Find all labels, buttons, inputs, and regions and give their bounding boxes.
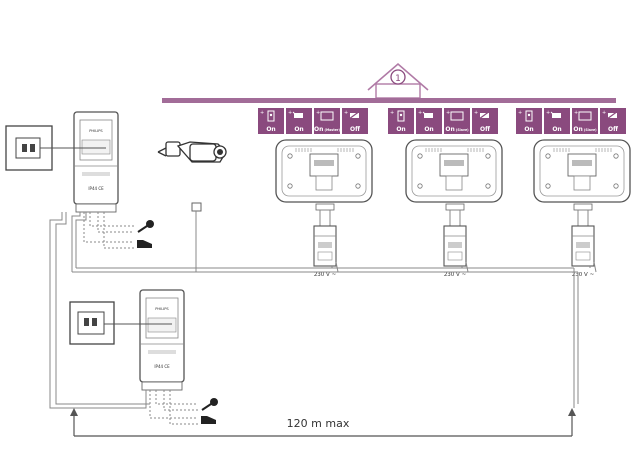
monitor-unit-3: + On + On + On (Slave) + Off 230 V ~ — [516, 108, 631, 278]
camera-off-icon — [348, 110, 361, 120]
power-label: 230 V ~ — [314, 272, 337, 278]
door-station-icon — [397, 110, 405, 122]
house-bar — [162, 98, 616, 103]
switch-label: On — [552, 126, 561, 133]
lock-wiring-2 — [149, 390, 198, 425]
switch-label: On (Master) — [314, 126, 340, 133]
monitor-icon — [450, 111, 464, 121]
switch-tile: + On — [258, 108, 284, 134]
camera-off-icon — [478, 110, 491, 120]
switch-tile: + On (Slave) — [572, 108, 598, 134]
outdoor-unit-2: PHILIPS IP44 CE — [139, 289, 185, 391]
outdoor-unit-1: PHILIPS IP44 CE — [73, 111, 119, 213]
camera-icon — [292, 111, 303, 118]
svg-text:+: + — [474, 110, 478, 116]
svg-text:+: + — [260, 110, 264, 116]
switch-tile: + On (Master) — [314, 108, 340, 134]
switch-tile: + Off — [600, 108, 626, 134]
svg-text:+: + — [446, 110, 450, 116]
camera-connector — [191, 202, 202, 272]
switch-label: On — [396, 126, 405, 133]
house-icon: 1 — [367, 62, 429, 99]
switch-tile: + On (Slave) — [444, 108, 470, 134]
bus-wiring — [49, 212, 579, 409]
switch-label: Off — [350, 126, 360, 133]
switch-label: On (Slave) — [573, 126, 597, 133]
power-label: 230 V ~ — [444, 272, 467, 278]
outdoor-unit-ce: IP44 CE — [88, 186, 104, 191]
door-station-icon — [267, 110, 275, 122]
house-number: 1 — [395, 74, 401, 84]
switch-tile: + On — [516, 108, 542, 134]
power-supply-icon — [443, 225, 467, 267]
power-label: 230 V ~ — [572, 272, 595, 278]
power-supply-icon — [313, 225, 337, 267]
switch-label: On (Slave) — [445, 126, 469, 133]
switch-label: On — [524, 126, 533, 133]
monitor-icon — [578, 111, 592, 121]
svg-text:+: + — [518, 110, 522, 116]
monitor-icon — [275, 139, 373, 203]
camera-icon — [157, 141, 227, 163]
svg-text:+: + — [390, 110, 394, 116]
distance-label: 120 m max — [287, 417, 350, 430]
switch-tile: + On — [286, 108, 312, 134]
camera-icon — [550, 111, 561, 118]
svg-text:+: + — [288, 110, 292, 116]
outdoor-unit-ce: IP44 CE — [154, 364, 170, 369]
switch-label: Off — [480, 126, 490, 133]
monitors-group: + On + On + On (Master) + Off 230 V ~ + On + On + On (… — [258, 108, 631, 278]
distance-indicator: 120 m max — [70, 408, 576, 437]
camera-icon — [422, 111, 433, 118]
switch-tile: + Off — [342, 108, 368, 134]
gate-icon — [201, 416, 216, 424]
svg-text:+: + — [418, 110, 422, 116]
switch-label: On — [266, 126, 275, 133]
switch-tile: + On — [388, 108, 414, 134]
outdoor-unit-brand: PHILIPS — [155, 307, 169, 311]
monitor-unit-1: + On + On + On (Master) + Off 230 V ~ — [258, 108, 373, 278]
wall-box-2 — [69, 301, 172, 345]
switch-label: On — [294, 126, 303, 133]
monitor-unit-2: + On + On + On (Slave) + Off 230 V ~ — [388, 108, 503, 278]
monitor-icon — [405, 139, 503, 203]
svg-text:+: + — [602, 110, 606, 116]
switch-label: On — [424, 126, 433, 133]
svg-text:+: + — [546, 110, 550, 116]
svg-text:+: + — [574, 110, 578, 116]
power-supply-icon — [571, 225, 595, 267]
key-icon — [137, 220, 154, 233]
outdoor-unit-brand: PHILIPS — [89, 129, 103, 133]
svg-text:+: + — [316, 110, 320, 116]
door-station-icon — [525, 110, 533, 122]
switch-label: Off — [608, 126, 618, 133]
wall-box-1 — [5, 125, 106, 171]
camera-off-icon — [606, 110, 619, 120]
switch-tile: + Off — [472, 108, 498, 134]
gate-icon — [137, 240, 152, 248]
lock-wiring-1 — [83, 212, 134, 249]
svg-text:+: + — [344, 110, 348, 116]
switch-tile: + On — [416, 108, 442, 134]
monitor-icon — [320, 111, 334, 121]
switch-tile: + On — [544, 108, 570, 134]
key-icon — [201, 398, 218, 411]
monitor-icon — [533, 139, 631, 203]
